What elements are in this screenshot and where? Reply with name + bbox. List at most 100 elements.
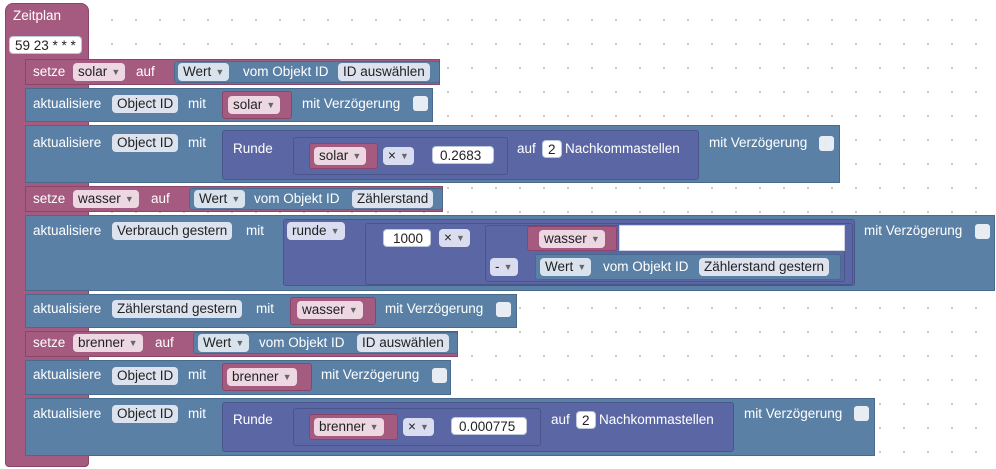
object-id-field[interactable]: Zählerstand xyxy=(352,190,434,208)
round-mode-dropdown[interactable]: runde▼ xyxy=(287,222,345,240)
to-label: auf xyxy=(155,335,174,350)
delay-checkbox[interactable] xyxy=(432,368,447,383)
object-id-field[interactable]: Verbrauch gestern xyxy=(112,222,233,240)
delay-label: mit Verzögerung xyxy=(744,406,843,421)
connector-notch xyxy=(218,99,222,109)
empty-slot[interactable] xyxy=(619,225,845,251)
value-dropdown[interactable]: Wert▼ xyxy=(178,63,230,81)
variable-dropdown[interactable]: solar▼ xyxy=(314,147,367,165)
variable-name: brenner xyxy=(232,369,279,384)
operator-label: × xyxy=(388,148,396,163)
value-label: Wert xyxy=(545,259,574,274)
triangle-down-icon: ▼ xyxy=(124,194,134,204)
update-meter-block[interactable] xyxy=(25,294,517,328)
update-label: aktualisiere xyxy=(33,96,102,111)
variable-name: solar xyxy=(233,97,263,112)
delay-label: mit Verzögerung xyxy=(385,301,484,316)
variable-name: wasser xyxy=(544,231,587,246)
variable-dropdown[interactable]: brenner▼ xyxy=(314,418,384,436)
round-label: Runde xyxy=(233,412,273,427)
connector-notch xyxy=(361,232,365,242)
variable-dropdown[interactable]: solar▼ xyxy=(73,63,126,81)
triangle-down-icon: ▼ xyxy=(330,226,340,236)
from-object-label: vom Objekt ID xyxy=(243,64,329,79)
from-object-label: vom Objekt ID xyxy=(603,259,689,274)
from-object-label: vom Objekt ID xyxy=(254,191,340,206)
digits-field[interactable]: 2 xyxy=(576,411,596,429)
value-dropdown[interactable]: Wert▼ xyxy=(194,190,246,208)
update-label: aktualisiere xyxy=(33,301,102,316)
number-field[interactable]: 0.000775 xyxy=(451,417,527,435)
connector-notch xyxy=(218,371,222,381)
variable-dropdown[interactable]: brenner▼ xyxy=(73,334,143,352)
to-label: auf xyxy=(151,191,170,206)
digits-field[interactable]: 2 xyxy=(542,140,562,158)
object-id-field[interactable]: Zählerstand gestern xyxy=(699,258,830,276)
with-label: mit xyxy=(188,406,206,421)
value-label: Wert xyxy=(183,64,212,79)
triangle-down-icon: ▼ xyxy=(231,194,241,204)
value-label: Wert xyxy=(199,191,228,206)
cron-field[interactable]: 59 23 * * * xyxy=(9,36,82,54)
connector-notch xyxy=(218,410,222,420)
variable-dropdown[interactable]: wasser▼ xyxy=(297,301,363,319)
number-field[interactable]: 1000 xyxy=(383,229,431,247)
object-id-field[interactable]: Object ID xyxy=(112,95,179,113)
to-label: auf xyxy=(136,64,155,79)
object-id-field[interactable]: Zählerstand gestern xyxy=(112,300,243,318)
minus-operator-dropdown[interactable]: -▼ xyxy=(490,258,518,276)
update-label: aktualisiere xyxy=(33,406,102,421)
triangle-down-icon: ▼ xyxy=(419,422,429,432)
value-dropdown[interactable]: Wert▼ xyxy=(540,258,592,276)
triangle-down-icon: ▼ xyxy=(455,233,465,243)
triangle-down-icon: ▼ xyxy=(215,67,225,77)
operator-label: × xyxy=(444,230,452,245)
connector-notch xyxy=(286,304,290,314)
to-label: auf xyxy=(551,412,570,427)
operator-dropdown[interactable]: ×▼ xyxy=(439,229,470,247)
operator-label: × xyxy=(408,419,416,434)
value-dropdown[interactable]: Wert▼ xyxy=(198,334,250,352)
decimals-label: Nachkommastellen xyxy=(599,412,714,427)
operator-dropdown[interactable]: ×▼ xyxy=(383,147,414,165)
update-label: aktualisiere xyxy=(33,135,102,150)
delay-checkbox[interactable] xyxy=(496,302,511,317)
variable-name: solar xyxy=(78,64,108,79)
variable-name: wasser xyxy=(302,302,345,317)
triangle-down-icon: ▼ xyxy=(352,151,362,161)
set-label: setze xyxy=(33,335,66,350)
delay-checkbox[interactable] xyxy=(819,136,834,151)
delay-checkbox[interactable] xyxy=(413,96,428,111)
triangle-down-icon: ▼ xyxy=(282,372,292,382)
variable-dropdown[interactable]: wasser▼ xyxy=(73,190,139,208)
round-label: Runde xyxy=(233,141,273,156)
with-label: mit xyxy=(246,223,264,238)
set-label: setze xyxy=(33,64,66,79)
object-id-field[interactable]: Object ID xyxy=(112,134,179,152)
object-id-field[interactable]: ID auswählen xyxy=(338,63,430,81)
triangle-down-icon: ▼ xyxy=(399,151,409,161)
operator-dropdown[interactable]: ×▼ xyxy=(403,418,434,436)
with-label: mit xyxy=(188,96,206,111)
object-id-field[interactable]: ID auswählen xyxy=(357,334,449,352)
variable-name: solar xyxy=(319,148,349,163)
variable-dropdown[interactable]: wasser▼ xyxy=(539,230,605,248)
delay-label: mit Verzögerung xyxy=(302,96,401,111)
delay-label: mit Verzögerung xyxy=(321,367,420,382)
object-id-field[interactable]: Object ID xyxy=(112,367,179,385)
triangle-down-icon: ▼ xyxy=(111,67,121,77)
triangle-down-icon: ▼ xyxy=(348,305,358,315)
connector-notch xyxy=(289,146,293,156)
delay-checkbox[interactable] xyxy=(854,406,869,421)
variable-dropdown[interactable]: solar▼ xyxy=(228,96,281,114)
number-field[interactable]: 0.2683 xyxy=(432,146,494,164)
value-label: Wert xyxy=(203,335,232,350)
triangle-down-icon: ▼ xyxy=(369,422,379,432)
triangle-down-icon: ▼ xyxy=(577,262,587,272)
with-label: mit xyxy=(188,367,206,382)
object-id-field[interactable]: Object ID xyxy=(112,405,179,423)
variable-dropdown[interactable]: brenner▼ xyxy=(227,368,297,386)
operator-label: - xyxy=(495,259,500,274)
update-label: aktualisiere xyxy=(33,223,102,238)
delay-checkbox[interactable] xyxy=(975,224,990,239)
